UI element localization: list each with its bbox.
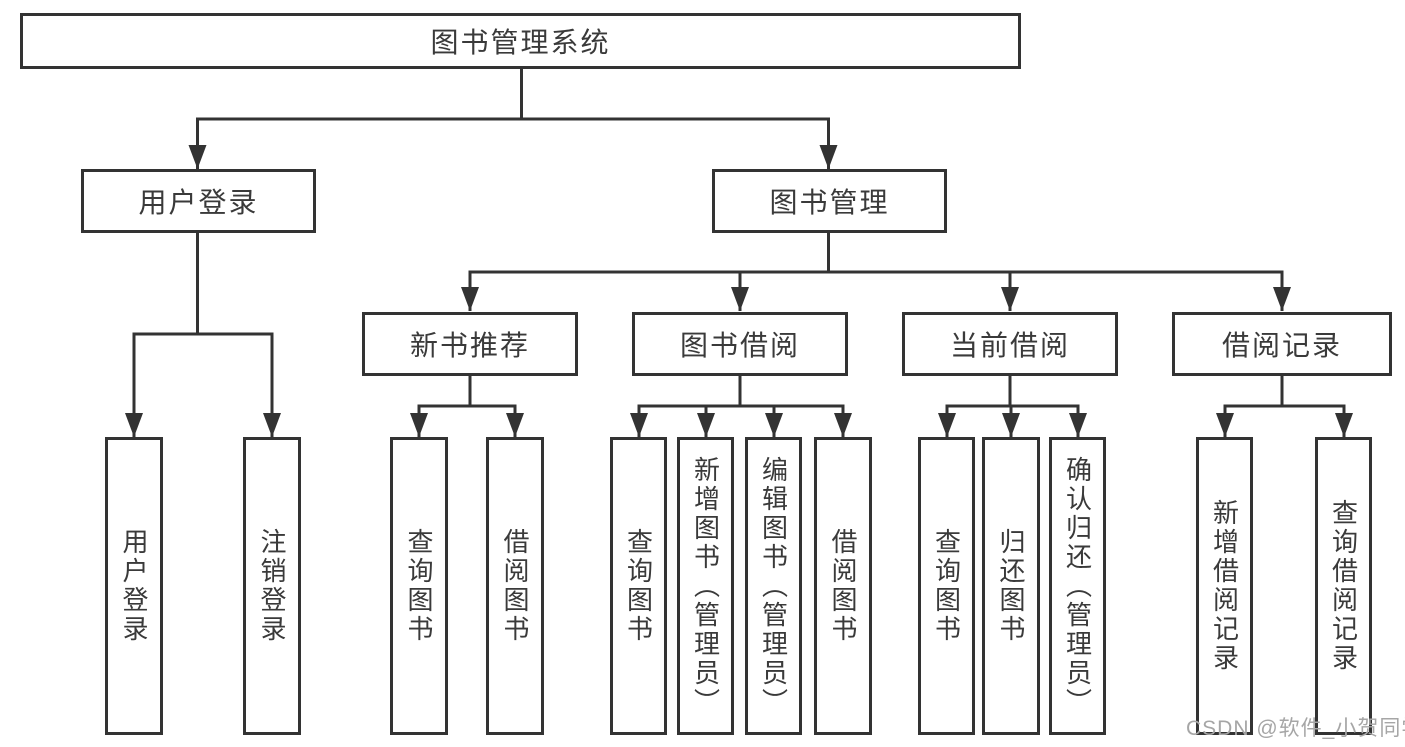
node-borrow-records: 借阅记录 bbox=[1172, 312, 1392, 376]
node-label: 查询图书 bbox=[931, 528, 962, 644]
node-user-login: 用户登录 bbox=[81, 169, 316, 233]
node-label: 新增借阅记录 bbox=[1209, 499, 1240, 673]
leaf-query-books-2: 查询图书 bbox=[610, 437, 667, 735]
node-label: 借阅图书 bbox=[500, 528, 530, 644]
node-label: 借阅记录 bbox=[1221, 330, 1342, 361]
leaf-query-borrow-record: 查询借阅记录 bbox=[1315, 437, 1372, 735]
node-book-borrow: 图书借阅 bbox=[632, 312, 848, 376]
node-book-management: 图书管理 bbox=[712, 169, 947, 233]
node-label: 归还图书 bbox=[996, 528, 1026, 644]
leaf-add-borrow-record: 新增借阅记录 bbox=[1196, 437, 1253, 735]
node-label: 注销登录 bbox=[257, 528, 287, 644]
leaf-confirm-return-admin: 确认归还（管理员） bbox=[1049, 437, 1106, 735]
node-label: 查询图书 bbox=[404, 528, 434, 644]
node-label: 图书管理系统 bbox=[430, 27, 611, 58]
leaf-add-book-admin: 新增图书（管理员） bbox=[677, 437, 734, 735]
leaf-user-login: 用户登录 bbox=[105, 437, 163, 735]
node-label: 确认归还（管理员） bbox=[1062, 455, 1093, 717]
node-label: 图书管理 bbox=[769, 187, 890, 218]
node-label: 用户登录 bbox=[138, 187, 259, 218]
node-label: 查询借阅记录 bbox=[1328, 499, 1359, 673]
leaf-borrow-books-1: 借阅图书 bbox=[486, 437, 544, 735]
node-new-book-recommend: 新书推荐 bbox=[362, 312, 578, 376]
node-label: 图书借阅 bbox=[679, 330, 800, 361]
watermark: CSDN @软件_小贺同学 bbox=[1186, 717, 1405, 740]
leaf-return-book: 归还图书 bbox=[982, 437, 1040, 735]
node-label: 当前借阅 bbox=[949, 330, 1070, 361]
node-label: 查询图书 bbox=[623, 528, 654, 644]
node-label: 借阅图书 bbox=[828, 528, 858, 644]
leaf-logout: 注销登录 bbox=[243, 437, 301, 735]
node-label: 新书推荐 bbox=[409, 330, 530, 361]
node-label: 新增图书（管理员） bbox=[690, 455, 721, 717]
node-label: 用户登录 bbox=[119, 528, 149, 644]
node-root: 图书管理系统 bbox=[20, 13, 1021, 69]
leaf-edit-book-admin: 编辑图书（管理员） bbox=[745, 437, 802, 735]
leaf-query-books-3: 查询图书 bbox=[918, 437, 975, 735]
arrowheads bbox=[125, 145, 1353, 437]
node-label: 编辑图书（管理员） bbox=[758, 455, 789, 717]
leaf-borrow-books-2: 借阅图书 bbox=[814, 437, 872, 735]
node-current-borrow: 当前借阅 bbox=[902, 312, 1118, 376]
leaf-query-books-1: 查询图书 bbox=[390, 437, 448, 735]
